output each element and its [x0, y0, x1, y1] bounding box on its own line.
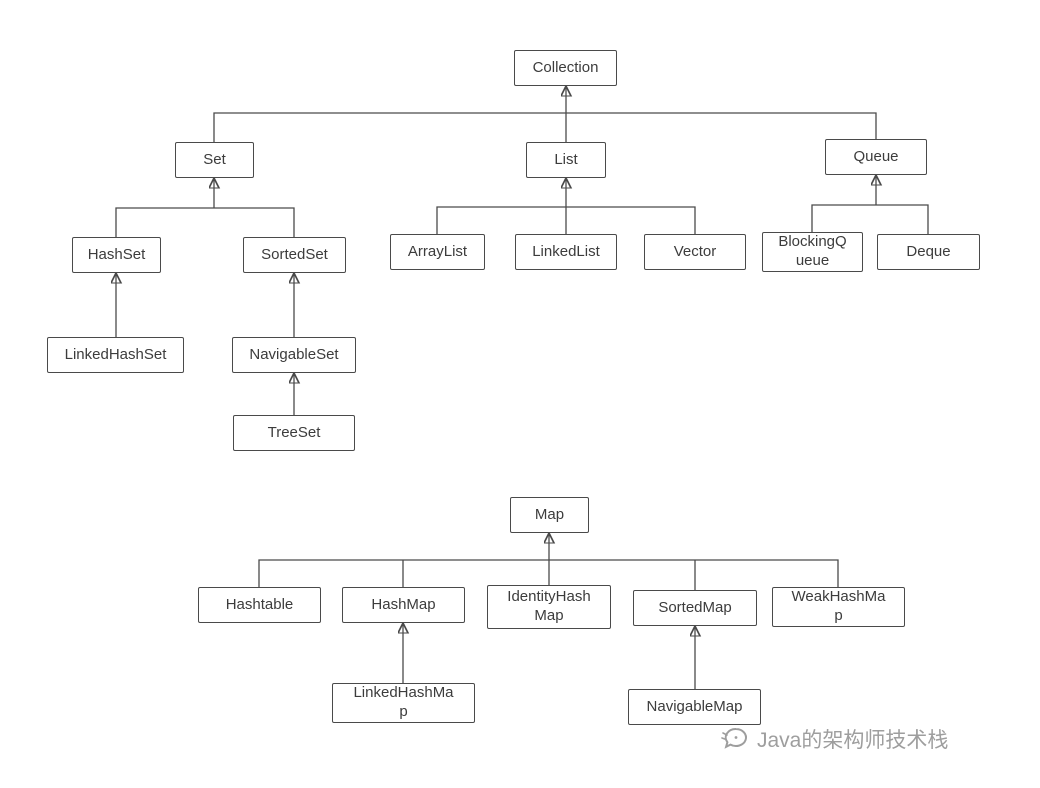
node-linkedhashset: LinkedHashSet: [47, 337, 184, 373]
node-collection: Collection: [514, 50, 617, 86]
node-hashset: HashSet: [72, 237, 161, 273]
node-navigablemap: NavigableMap: [628, 689, 761, 725]
speech-bubble-icon: [721, 727, 747, 749]
node-treeset: TreeSet: [233, 415, 355, 451]
node-vector: Vector: [644, 234, 746, 270]
node-identityhashmap: IdentityHashMap: [487, 585, 611, 629]
node-linkedhashmap: LinkedHashMap: [332, 683, 475, 723]
watermark: Java的架构师技术栈: [720, 724, 948, 754]
node-hashtable: Hashtable: [198, 587, 321, 623]
node-blockingqueue: BlockingQueue: [762, 232, 863, 272]
node-hashmap: HashMap: [342, 587, 465, 623]
node-arraylist: ArrayList: [390, 234, 485, 270]
edge-bus-set: [115, 207, 295, 237]
node-weakhashmap: WeakHashMap: [772, 587, 905, 627]
node-navigableset: NavigableSet: [232, 337, 356, 373]
edge-bus-collection: [213, 112, 877, 142]
node-deque: Deque: [877, 234, 980, 270]
node-map: Map: [510, 497, 589, 533]
edge-bus-queue: [811, 204, 929, 234]
node-queue: Queue: [825, 139, 927, 175]
node-sortedmap: SortedMap: [633, 590, 757, 626]
node-list: List: [526, 142, 606, 178]
node-linkedlist: LinkedList: [515, 234, 617, 270]
node-set: Set: [175, 142, 254, 178]
node-sortedset: SortedSet: [243, 237, 346, 273]
watermark-text: Java的架构师技术栈: [757, 729, 949, 752]
